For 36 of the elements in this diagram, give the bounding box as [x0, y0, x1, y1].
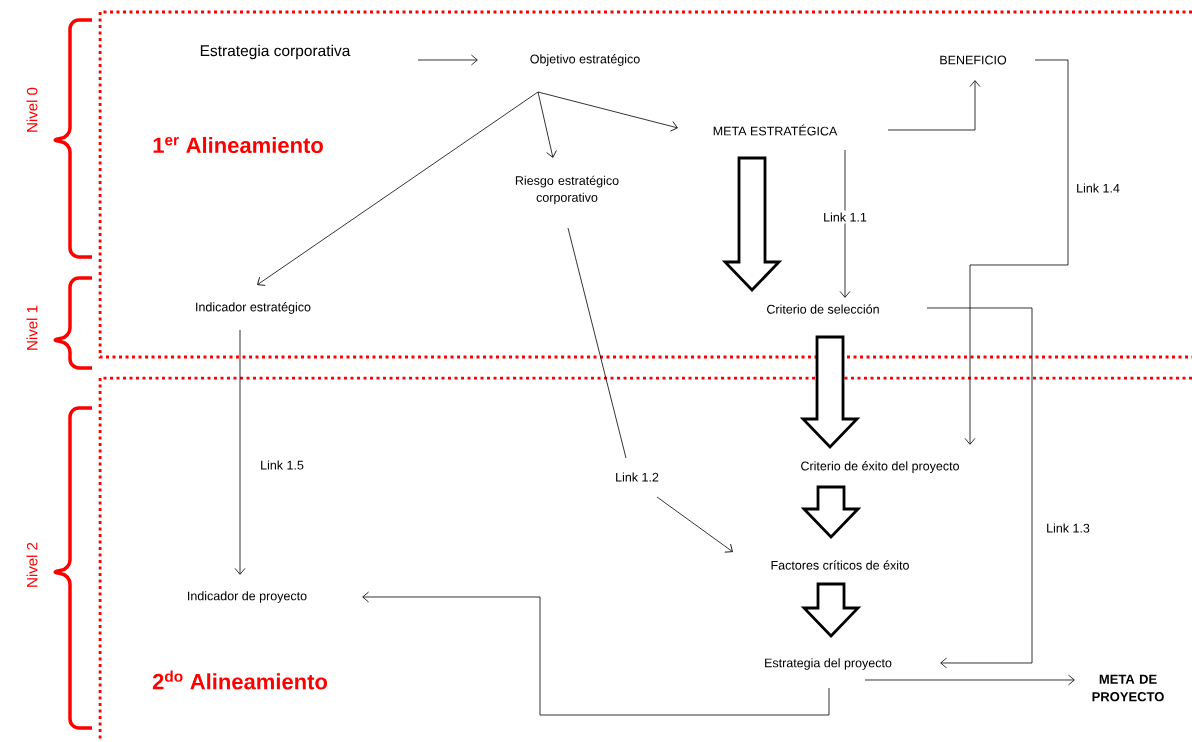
- block-arrow: [800, 485, 862, 539]
- node-text: META DE PROYECTO: [1092, 674, 1164, 702]
- level-label: Nivel 2: [26, 542, 38, 587]
- arrow: [926, 307, 1033, 669]
- node-text: Criterio de éxito del proyecto: [801, 461, 959, 473]
- node-text: Estrategia del proyecto: [765, 658, 892, 670]
- arrow: [257, 91, 539, 286]
- block-arrow: [721, 156, 783, 292]
- arrow: [537, 91, 678, 132]
- level-label: Nivel 0: [26, 87, 38, 132]
- arrow: [839, 149, 851, 298]
- edge-label: Link 1.2: [613, 470, 661, 484]
- arrow: [362, 591, 830, 716]
- node-text: Indicador de proyecto: [188, 591, 307, 603]
- block-arrow: [800, 582, 862, 638]
- node-text: Factores críticos de éxito: [771, 560, 909, 570]
- node-text: BENEFICIO: [940, 55, 1007, 65]
- arrow: [964, 59, 1069, 445]
- node-text: Estrategia corporativa: [200, 44, 351, 60]
- arrow: [567, 227, 733, 553]
- node-text: Riesgo estratégico corporativo: [515, 175, 619, 205]
- arrow: [234, 329, 246, 575]
- node-text: META ESTRATÉGICA: [713, 124, 838, 136]
- arrow: [537, 91, 557, 158]
- arrow: [417, 54, 478, 66]
- edge-label: Link 1.1: [821, 210, 869, 224]
- edge-label: Link 1.3: [1044, 521, 1092, 535]
- block-arrow: [799, 335, 861, 449]
- edge-label: Link 1.4: [1074, 181, 1122, 195]
- node-text: Indicador estratégico: [196, 302, 311, 314]
- arrow: [864, 674, 1075, 686]
- edge-label: Link 1.5: [258, 458, 306, 472]
- node-text: Objetivo estratégico: [530, 54, 640, 66]
- arrow: [887, 80, 981, 131]
- level-label: Nivel 1: [26, 305, 38, 350]
- node-text: Criterio de selección: [767, 304, 879, 314]
